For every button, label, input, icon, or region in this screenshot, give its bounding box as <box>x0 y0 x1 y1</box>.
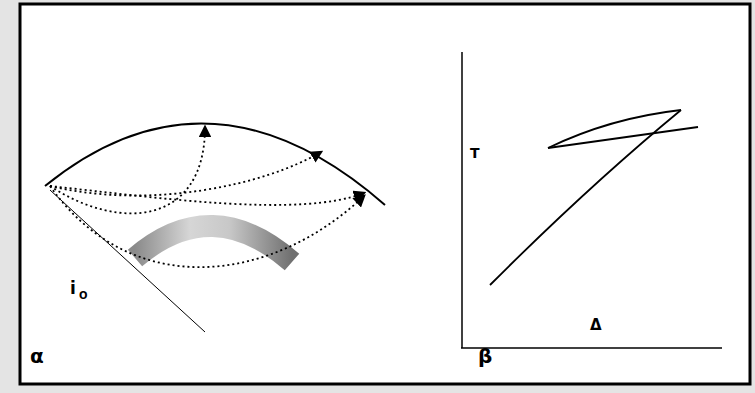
angle-subscript: O <box>79 291 88 301</box>
tangent-line <box>50 190 205 332</box>
earth-surface <box>45 123 385 205</box>
axis-label: Δ <box>590 318 602 333</box>
panel-label: β <box>478 346 492 366</box>
x-axis <box>461 347 722 349</box>
panel-label: α <box>30 346 44 366</box>
y-axis <box>461 52 463 348</box>
travel-time-curve <box>490 110 698 285</box>
ray-paths <box>50 127 364 267</box>
angle-label: i <box>70 280 76 297</box>
low-velocity-band <box>135 226 292 262</box>
axis-label: T <box>470 146 480 160</box>
frame <box>20 4 750 384</box>
